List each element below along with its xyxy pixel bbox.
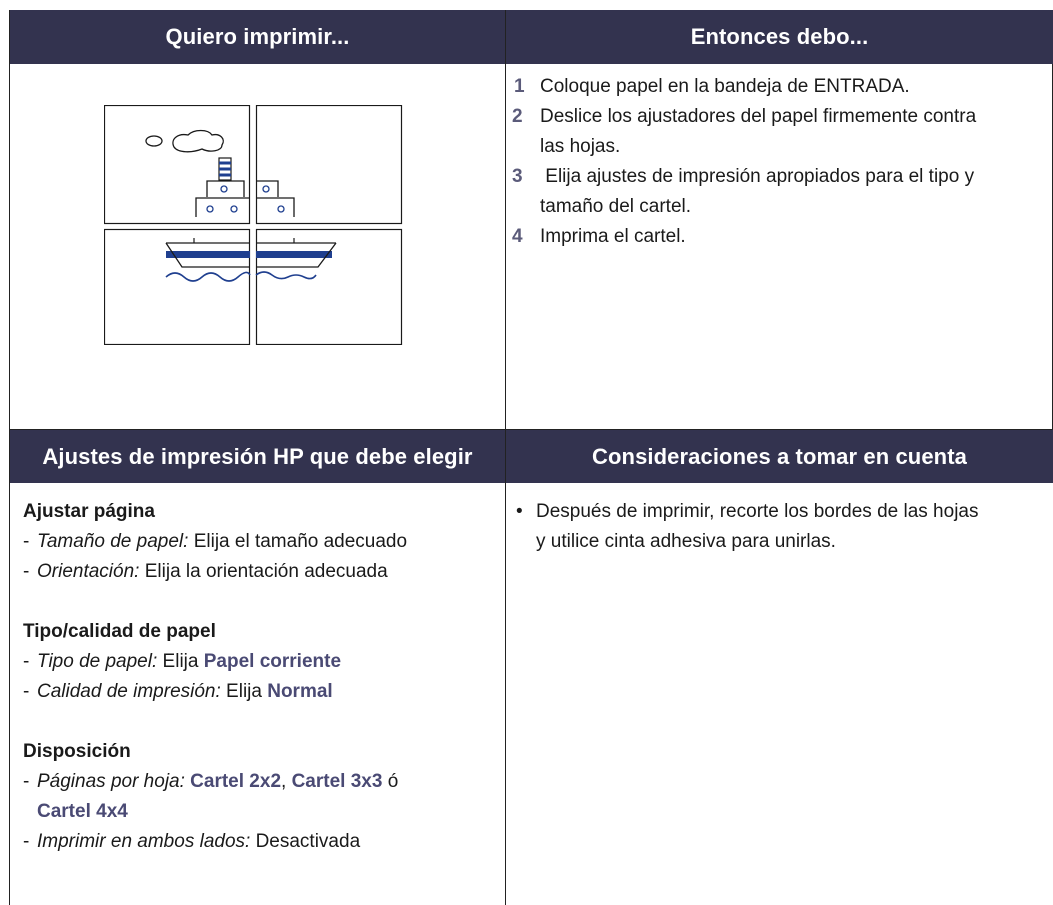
consideration-text: Después de imprimir, recorte los bordes … bbox=[536, 501, 979, 522]
step-2: 2 Deslice los ajustadores del papel firm… bbox=[512, 102, 1052, 162]
setting-value: Desactivada bbox=[250, 831, 361, 852]
header-quiero-imprimir: Quiero imprimir... bbox=[10, 10, 505, 64]
consideration-text-cont: y utilice cinta adhesiva para unirlas. bbox=[536, 531, 836, 552]
dash-bullet: - bbox=[23, 651, 30, 672]
header-consideraciones: Consideraciones a tomar en cuenta bbox=[506, 430, 1053, 483]
steps-list: 1 Coloque papel en la bandeja de ENTRADA… bbox=[512, 72, 1052, 252]
header-label: Ajustes de impresión HP que debe elegir bbox=[42, 443, 473, 469]
header-label: Quiero imprimir... bbox=[165, 24, 350, 49]
consideration-item: • Después de imprimir, recorte los borde… bbox=[512, 497, 1052, 557]
dash-bullet: - bbox=[23, 831, 30, 852]
step-text: Imprima el cartel. bbox=[540, 226, 686, 247]
setting-paper-size: - Tamaño de papel: Elija el tamaño adecu… bbox=[23, 527, 503, 557]
option-cartel-3x3: Cartel 3x3 bbox=[291, 771, 383, 792]
step-text: Elija ajustes de impresión apropiados pa… bbox=[540, 166, 975, 187]
table-border-middle bbox=[505, 10, 506, 905]
setting-value: Normal bbox=[267, 681, 333, 702]
step-text-cont: tamaño del cartel. bbox=[540, 196, 692, 217]
step-number: 1 bbox=[514, 76, 525, 97]
setting-label: Páginas por hoja: bbox=[37, 771, 185, 792]
poster-illustration bbox=[103, 104, 404, 346]
dash-bullet: - bbox=[23, 531, 30, 552]
option-cartel-2x2: Cartel 2x2 bbox=[190, 771, 282, 792]
setting-paper-type: - Tipo de papel: Elija Papel corriente bbox=[23, 647, 503, 677]
conjunction: ó bbox=[382, 771, 399, 792]
group-title-tipo-calidad: Tipo/calidad de papel bbox=[23, 621, 216, 642]
poster-ship-icon bbox=[103, 104, 403, 346]
dash-bullet: - bbox=[23, 681, 30, 702]
step-text-cont: las hojas. bbox=[540, 136, 621, 157]
step-3: 3 Elija ajustes de impresión apropiados … bbox=[512, 162, 1052, 222]
header-ajustes: Ajustes de impresión HP que debe elegir bbox=[10, 430, 505, 483]
settings-section: Ajustar página - Tamaño de papel: Elija … bbox=[23, 497, 503, 857]
step-text: Coloque papel en la bandeja de ENTRADA. bbox=[540, 76, 910, 97]
option-cartel-4x4: Cartel 4x4 bbox=[37, 801, 128, 822]
setting-label: Tipo de papel: bbox=[37, 651, 158, 672]
step-1: 1 Coloque papel en la bandeja de ENTRADA… bbox=[512, 72, 1052, 102]
setting-label: Tamaño de papel: bbox=[37, 531, 189, 552]
header-label: Consideraciones a tomar en cuenta bbox=[592, 443, 967, 469]
considerations-section: • Después de imprimir, recorte los borde… bbox=[512, 497, 1052, 557]
header-label: Entonces debo... bbox=[690, 24, 869, 49]
step-number: 4 bbox=[512, 226, 523, 247]
step-number: 2 bbox=[512, 106, 523, 127]
step-text: Deslice los ajustadores del papel firmem… bbox=[540, 106, 977, 127]
setting-prefix: Elija bbox=[220, 681, 268, 702]
separator: , bbox=[281, 771, 292, 792]
setting-label: Calidad de impresión: bbox=[37, 681, 221, 702]
step-4: 4 Imprima el cartel. bbox=[512, 222, 1052, 252]
setting-prefix: Elija bbox=[157, 651, 204, 672]
table-border-left bbox=[9, 10, 10, 905]
setting-pages-per-sheet: - Páginas por hoja: Cartel 2x2, Cartel 3… bbox=[23, 767, 503, 827]
step-number: 3 bbox=[512, 166, 523, 187]
group-title-disposicion: Disposición bbox=[23, 741, 131, 762]
setting-value: Elija la orientación adecuada bbox=[139, 561, 388, 582]
setting-value: Papel corriente bbox=[203, 651, 342, 672]
row-divider bbox=[9, 429, 1053, 430]
setting-orientation: - Orientación: Elija la orientación adec… bbox=[23, 557, 503, 587]
bullet-dot: • bbox=[516, 501, 523, 522]
dash-bullet: - bbox=[23, 771, 30, 792]
group-title-ajustar-pagina: Ajustar página bbox=[23, 501, 155, 522]
setting-print-quality: - Calidad de impresión: Elija Normal bbox=[23, 677, 503, 707]
setting-duplex: - Imprimir en ambos lados: Desactivada bbox=[23, 827, 503, 857]
header-entonces-debo: Entonces debo... bbox=[506, 10, 1053, 64]
setting-label: Imprimir en ambos lados: bbox=[37, 831, 251, 852]
setting-label: Orientación: bbox=[37, 561, 140, 582]
dash-bullet: - bbox=[23, 561, 30, 582]
setting-value: Elija el tamaño adecuado bbox=[188, 531, 408, 552]
